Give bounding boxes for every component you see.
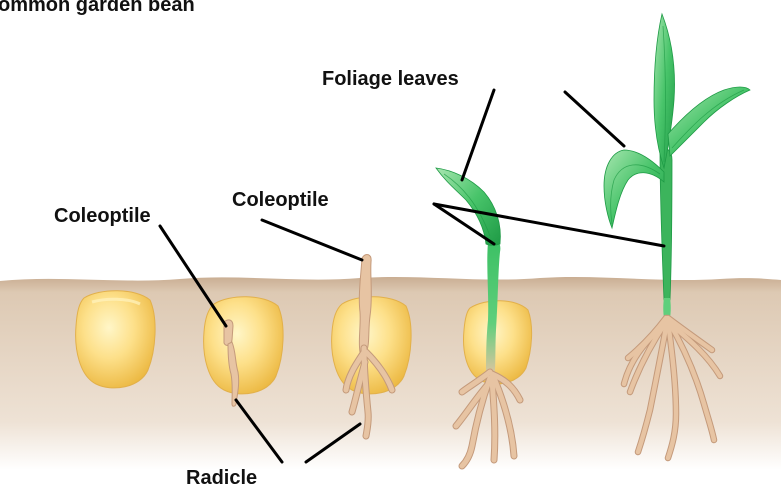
label-foliage-leaves: Foliage leaves bbox=[322, 68, 459, 90]
leader-foliage-seedling4 bbox=[462, 90, 494, 180]
leader-foliage-seedling5 bbox=[565, 92, 624, 146]
kernel-stage-1 bbox=[76, 291, 155, 388]
top-caption: ommon garden bean bbox=[0, 0, 195, 16]
leader-node-stage5 bbox=[434, 204, 664, 246]
label-coleoptile-mid: Coleoptile bbox=[232, 189, 329, 211]
label-radicle: Radicle bbox=[186, 467, 257, 489]
label-coleoptile-left: Coleoptile bbox=[54, 205, 151, 227]
leader-coleoptile-mid bbox=[262, 220, 362, 260]
